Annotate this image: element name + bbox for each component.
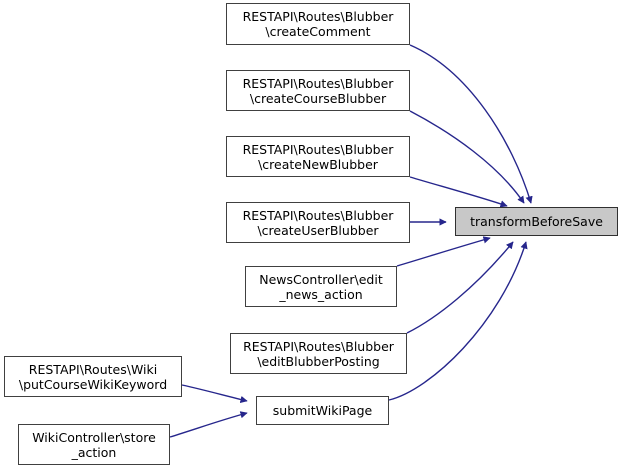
node-label-editNewsAction: NewsController\edit _news_action (259, 271, 383, 302)
edge-createCourseBlubber-to-transformBeforeSave (409, 110, 525, 204)
node-createCourseBlubber[interactable]: RESTAPI\Routes\Blubber \createCourseBlub… (226, 70, 410, 111)
node-putCourseWikiKeyword[interactable]: RESTAPI\Routes\Wiki \putCourseWikiKeywor… (4, 356, 182, 397)
node-label-createUserBlubber: RESTAPI\Routes\Blubber \createUserBlubbe… (242, 207, 394, 238)
node-label-transformBeforeSave: transformBeforeSave (470, 214, 603, 229)
edge-createNewBlubber-to-transformBeforeSave (409, 176, 508, 208)
node-submitWikiPage[interactable]: submitWikiPage (256, 396, 389, 425)
node-editBlubberPosting[interactable]: RESTAPI\Routes\Blubber \editBlubberPosti… (230, 333, 407, 374)
edge-createComment-to-transformBeforeSave (409, 44, 533, 204)
node-createUserBlubber[interactable]: RESTAPI\Routes\Blubber \createUserBlubbe… (226, 202, 410, 243)
edge-editNewsAction-to-transformBeforeSave (396, 236, 491, 267)
node-label-createCourseBlubber: RESTAPI\Routes\Blubber \createCourseBlub… (242, 75, 394, 106)
edge-storeAction-to-submitWikiPage (169, 411, 248, 438)
node-createComment[interactable]: RESTAPI\Routes\Blubber \createComment (226, 3, 410, 45)
edge-putCourseWikiKeyword-to-submitWikiPage (181, 384, 248, 404)
node-editNewsAction[interactable]: NewsController\edit _news_action (245, 266, 397, 307)
edge-editBlubberPosting-to-transformBeforeSave (406, 241, 514, 334)
node-transformBeforeSave[interactable]: transformBeforeSave (455, 207, 618, 236)
node-label-editBlubberPosting: RESTAPI\Routes\Blubber \editBlubberPosti… (243, 338, 394, 369)
node-label-createNewBlubber: RESTAPI\Routes\Blubber \createNewBlubber (242, 141, 394, 172)
node-createNewBlubber[interactable]: RESTAPI\Routes\Blubber \createNewBlubber (226, 136, 410, 177)
node-label-storeAction: WikiController\store _action (32, 429, 156, 460)
edge-paths (169, 44, 533, 438)
node-label-createComment: RESTAPI\Routes\Blubber \createComment (242, 9, 394, 39)
node-label-putCourseWikiKeyword: RESTAPI\Routes\Wiki \putCourseWikiKeywor… (18, 361, 168, 392)
edge-submitWikiPage-to-transformBeforeSave (388, 241, 528, 401)
node-storeAction[interactable]: WikiController\store _action (18, 424, 170, 465)
node-label-submitWikiPage: submitWikiPage (272, 403, 373, 418)
